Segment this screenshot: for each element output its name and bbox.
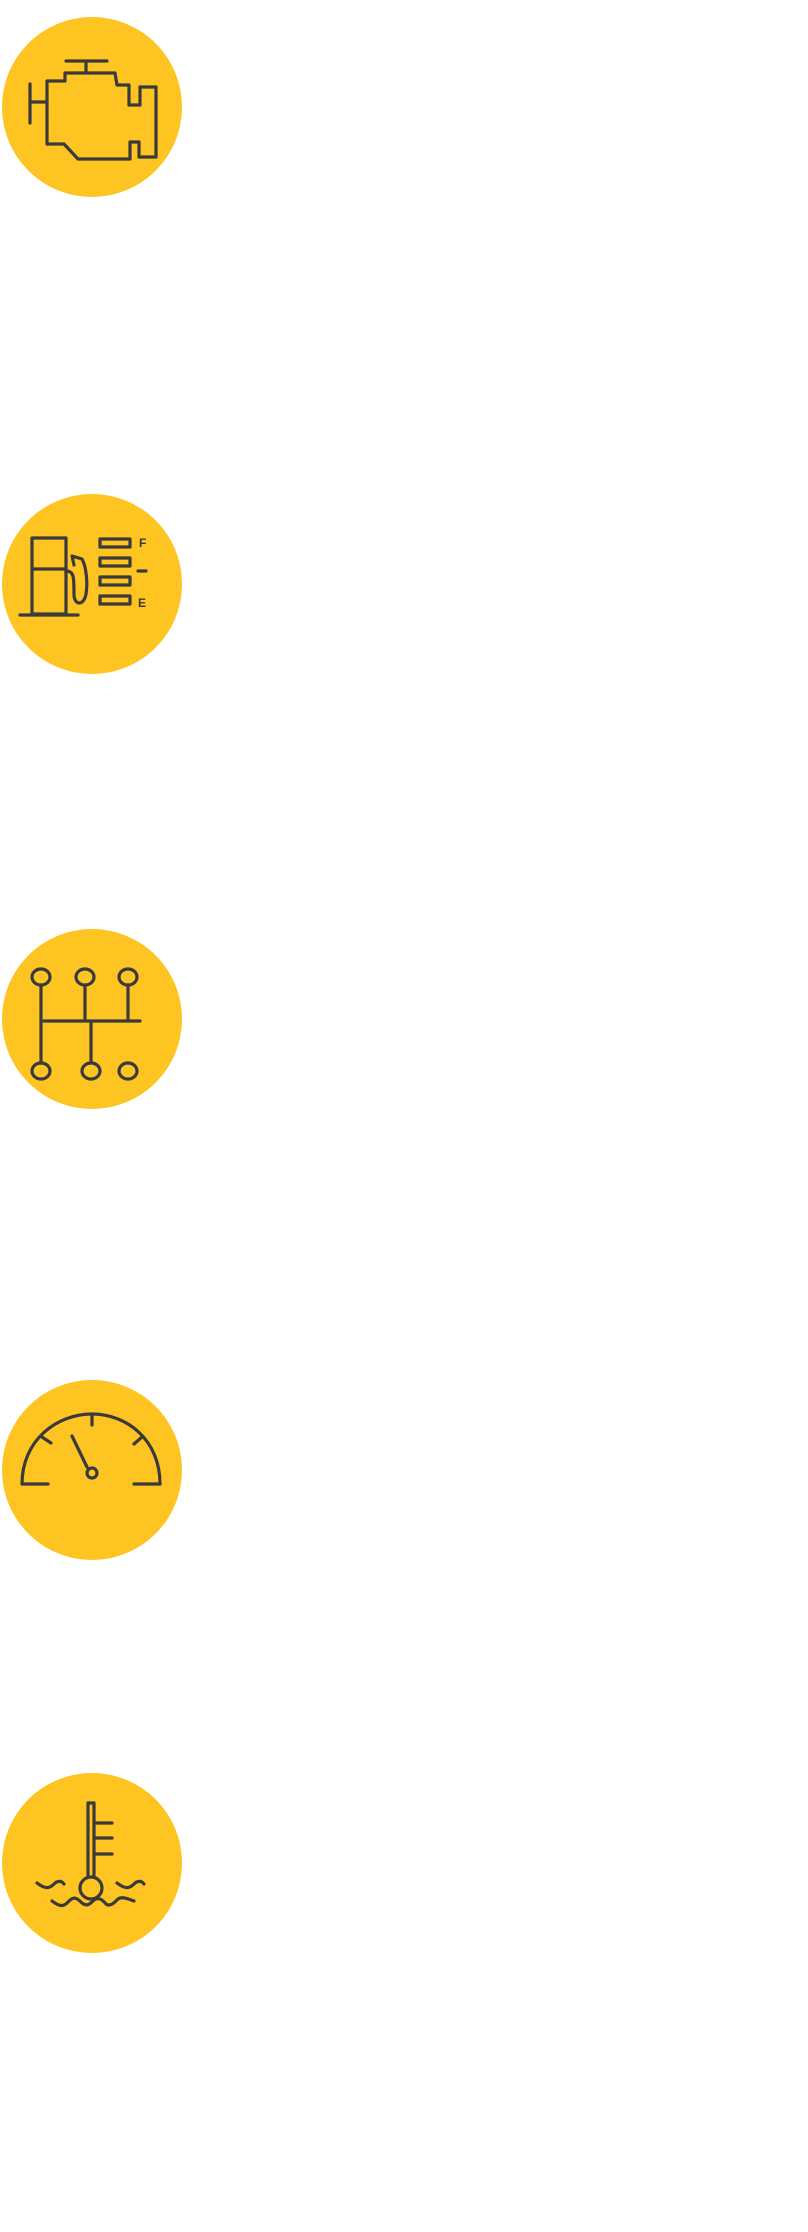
fuel-badge: F E: [2, 494, 182, 674]
engine-badge: [2, 17, 182, 197]
speedometer-badge: [2, 1380, 182, 1560]
coolant-temperature-badge: [2, 1773, 182, 1953]
gear-shift-icon: [30, 967, 142, 1081]
gear-shift-badge: [2, 929, 182, 1109]
fuel-pump-icon: F E: [18, 536, 148, 617]
coolant-temperature-icon: [35, 1801, 146, 1908]
fuel-full-label: F: [139, 536, 146, 550]
speedometer-icon: [20, 1412, 162, 1486]
engine-icon: [28, 59, 158, 161]
fuel-empty-label: E: [138, 596, 146, 610]
